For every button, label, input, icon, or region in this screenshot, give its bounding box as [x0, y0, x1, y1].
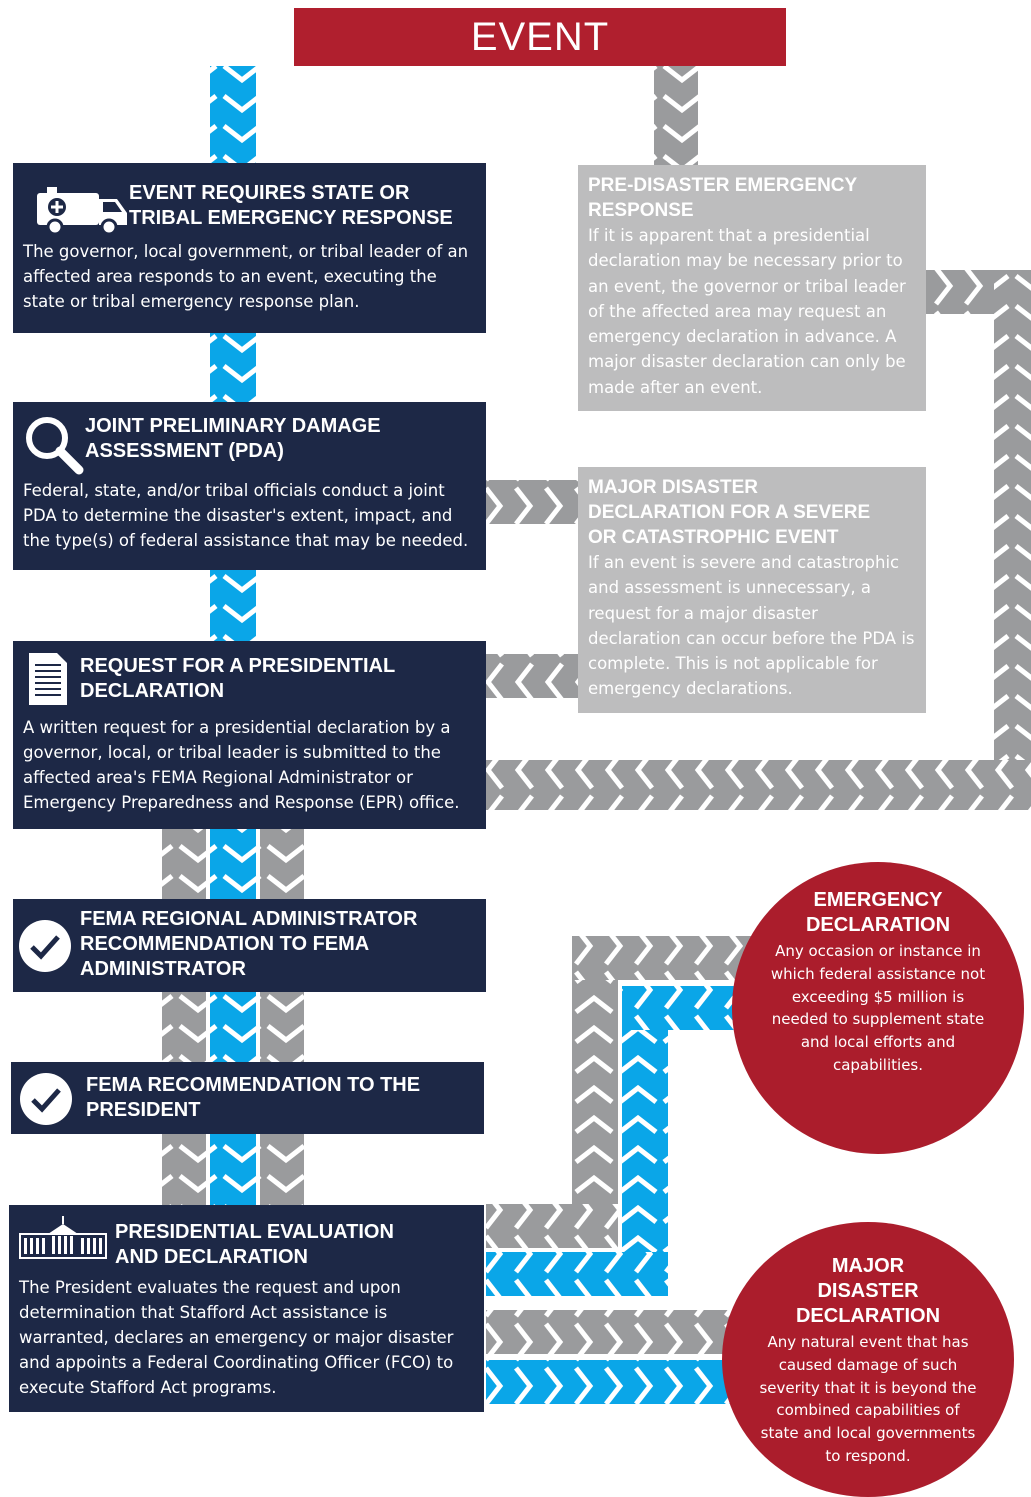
- outcome-heading-line: DECLARATION: [795, 1305, 941, 1327]
- emergency-blue-in: [486, 1252, 668, 1296]
- note-pre-disaster: PRE-DISASTER EMERGENCY RESPONSE If it is…: [578, 165, 926, 411]
- step-body: The governor, local government, or triba…: [23, 242, 469, 311]
- outcome-body: Any occasion or instance in which federa…: [770, 942, 986, 1074]
- event-title: EVENT: [470, 14, 610, 59]
- document-icon: [29, 653, 67, 705]
- pre-disaster-pipe: [654, 66, 698, 166]
- emergency-blue-up: [622, 986, 668, 1296]
- note-body: If it is apparent that a presidential de…: [588, 226, 906, 397]
- outcome-emergency-declaration: EMERGENCY DECLARATION Any occasion or in…: [732, 862, 1024, 1154]
- event-banner: EVENT: [294, 8, 786, 66]
- right-gray-pipe: [260, 828, 304, 1206]
- loop-bottom-pipe: [486, 760, 1031, 810]
- note-body: If an event is severe and catastrophic a…: [588, 553, 915, 699]
- step-heading-line: JOINT PRELIMINARY DAMAGE: [85, 415, 381, 437]
- step-heading-line: PRESIDENTIAL EVALUATION: [115, 1221, 394, 1243]
- step-joint-pda: JOINT PRELIMINARY DAMAGE ASSESSMENT (PDA…: [13, 402, 486, 570]
- white-house-icon: [19, 1216, 107, 1259]
- magnifier-icon: [26, 417, 84, 475]
- outcome-body: Any natural event that has caused damage…: [759, 1333, 977, 1465]
- step-request-declaration: REQUEST FOR A PRESIDENTIAL DECLARATION A…: [13, 641, 486, 829]
- step-body: The President evaluates the request and …: [19, 1278, 454, 1397]
- note-heading-line: MAJOR DISASTER: [588, 477, 758, 498]
- left-gray-pipe: [162, 828, 206, 1206]
- step-heading-line: FEMA REGIONAL ADMINISTRATOR: [80, 908, 418, 930]
- step-presidential-declaration: PRESIDENTIAL EVALUATION AND DECLARATION …: [9, 1205, 484, 1412]
- step-body: A written request for a presidential dec…: [23, 718, 460, 812]
- checkmark-icon: [20, 1073, 72, 1125]
- outcome-major-disaster-declaration: MAJOR DISASTER DECLARATION Any natural e…: [722, 1222, 1014, 1497]
- step-heading-line: PRESIDENT: [86, 1099, 201, 1121]
- outcome-heading-line: DISASTER: [817, 1280, 919, 1302]
- emergency-gray-up: [572, 936, 618, 1246]
- step-heading-line: RECOMMENDATION TO FEMA: [80, 933, 370, 955]
- step-heading-line: ADMINISTRATOR: [80, 958, 246, 980]
- step-heading-line: ASSESSMENT (PDA): [85, 440, 284, 462]
- outcome-heading-line: MAJOR: [831, 1255, 905, 1277]
- loop-down-pipe: [994, 270, 1031, 810]
- major-gray-pipe: [486, 1310, 732, 1354]
- note-heading-line: DECLARATION FOR A SEVERE: [588, 502, 871, 523]
- step-heading-line: AND DECLARATION: [115, 1246, 308, 1268]
- step-fema-to-president: FEMA RECOMMENDATION TO THE PRESIDENT: [11, 1062, 484, 1134]
- step-heading-line: DECLARATION: [80, 680, 225, 702]
- ambulance-icon: [37, 187, 127, 236]
- note-heading-line: PRE-DISASTER EMERGENCY: [588, 175, 858, 196]
- emergency-blue-right: [622, 986, 752, 1030]
- checkmark-icon: [19, 920, 71, 972]
- step-body: Federal, state, and/or tribal officials …: [23, 481, 469, 550]
- note-heading-line: RESPONSE: [588, 200, 694, 221]
- major-blue-pipe: [486, 1360, 732, 1404]
- step-heading-line: FEMA RECOMMENDATION TO THE: [86, 1074, 421, 1096]
- note-heading-line: OR CATASTROPHIC EVENT: [588, 527, 839, 548]
- step-state-response: EVENT REQUIRES STATE OR TRIBAL EMERGENCY…: [13, 163, 486, 333]
- pda-right-pipe: [486, 480, 578, 524]
- step-heading-line: TRIBAL EMERGENCY RESPONSE: [129, 207, 453, 229]
- severe-left-pipe: [486, 654, 578, 698]
- step-fema-regional: FEMA REGIONAL ADMINISTRATOR RECOMMENDATI…: [13, 899, 486, 992]
- note-severe-event: MAJOR DISASTER DECLARATION FOR A SEVERE …: [578, 467, 926, 713]
- loop-right-pipe: [926, 270, 994, 314]
- emergency-gray-in: [486, 1204, 618, 1248]
- outcome-heading-line: DECLARATION: [805, 914, 951, 936]
- emergency-gray-right: [572, 936, 752, 980]
- step-heading-line: REQUEST FOR A PRESIDENTIAL: [80, 655, 396, 677]
- outcome-heading-line: EMERGENCY: [813, 889, 943, 911]
- step-heading-line: EVENT REQUIRES STATE OR: [129, 182, 410, 204]
